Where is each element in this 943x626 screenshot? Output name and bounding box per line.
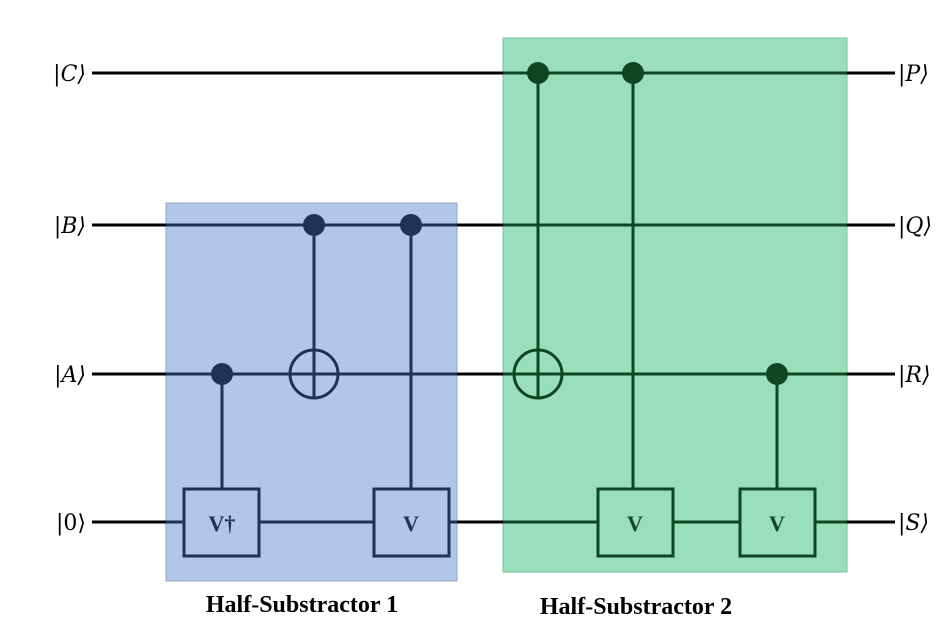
v2-gate-label: V [627, 511, 643, 536]
half-substractor-2-gates [503, 62, 847, 558]
wires [92, 71, 895, 524]
v1-gate-label: V [403, 511, 419, 536]
v1-gate-box [372, 487, 451, 558]
input-b-label: |B⟩ [54, 214, 86, 239]
output-q-label: |Q⟩ [898, 214, 932, 239]
half-substractor-2-block [502, 37, 848, 573]
cnot1-control-dot [303, 214, 325, 236]
vdag-gate-box [182, 487, 261, 558]
input-a-label: |A⟩ [54, 363, 86, 388]
v1-control-dot [400, 214, 422, 236]
vdag-control-dot [211, 363, 233, 385]
v2-gate-box [596, 487, 675, 558]
half-substractor-1-caption: Half-Substractor 1 [206, 592, 398, 618]
output-p-label: |P⟩ [898, 62, 929, 87]
v3-gate-label: V [769, 511, 785, 536]
input-c-label: |C⟩ [53, 62, 86, 87]
v3-gate-box [738, 487, 817, 558]
output-s-label: |S⟩ [898, 511, 929, 536]
v2-control-dot [622, 62, 644, 84]
output-r-label: |R⟩ [898, 363, 931, 388]
vdag-gate-label: V† [209, 511, 236, 536]
input-zero-label: |0⟩ [56, 511, 86, 536]
half-substractor-2-caption: Half-Substractor 2 [540, 594, 732, 620]
half-substractor-1-block [165, 202, 458, 582]
v3-control-dot [766, 363, 788, 385]
cnot2-control-dot [527, 62, 549, 84]
half-substractor-1-gates [166, 214, 457, 558]
